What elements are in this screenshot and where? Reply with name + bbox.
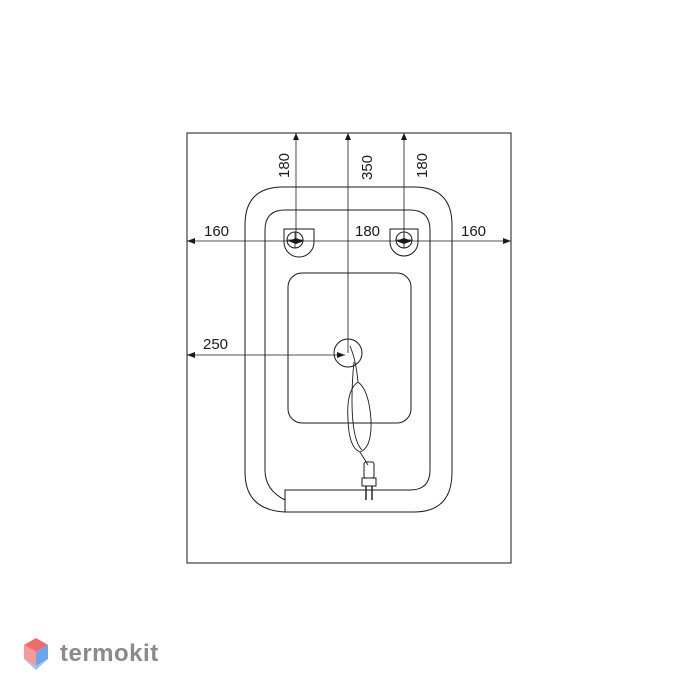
panel-outline [186,132,512,564]
dim-label-socket: 250 [203,336,228,353]
dim-label-right: 160 [461,223,486,240]
power-cable [347,345,372,466]
dim-label-left: 160 [204,223,229,240]
dim-label-top-left: 180 [276,153,293,178]
brand-logo: termokit [22,634,159,674]
logo-text: termokit [60,640,159,667]
mount-left [283,228,315,258]
power-plug [361,461,377,500]
frame-outer [244,186,453,513]
cube-icon [24,638,48,670]
dim-label-center: 180 [355,223,380,240]
dim-label-top-right: 180 [414,153,431,178]
dim-label-top-center: 350 [359,155,376,180]
inner-panel [287,272,412,424]
